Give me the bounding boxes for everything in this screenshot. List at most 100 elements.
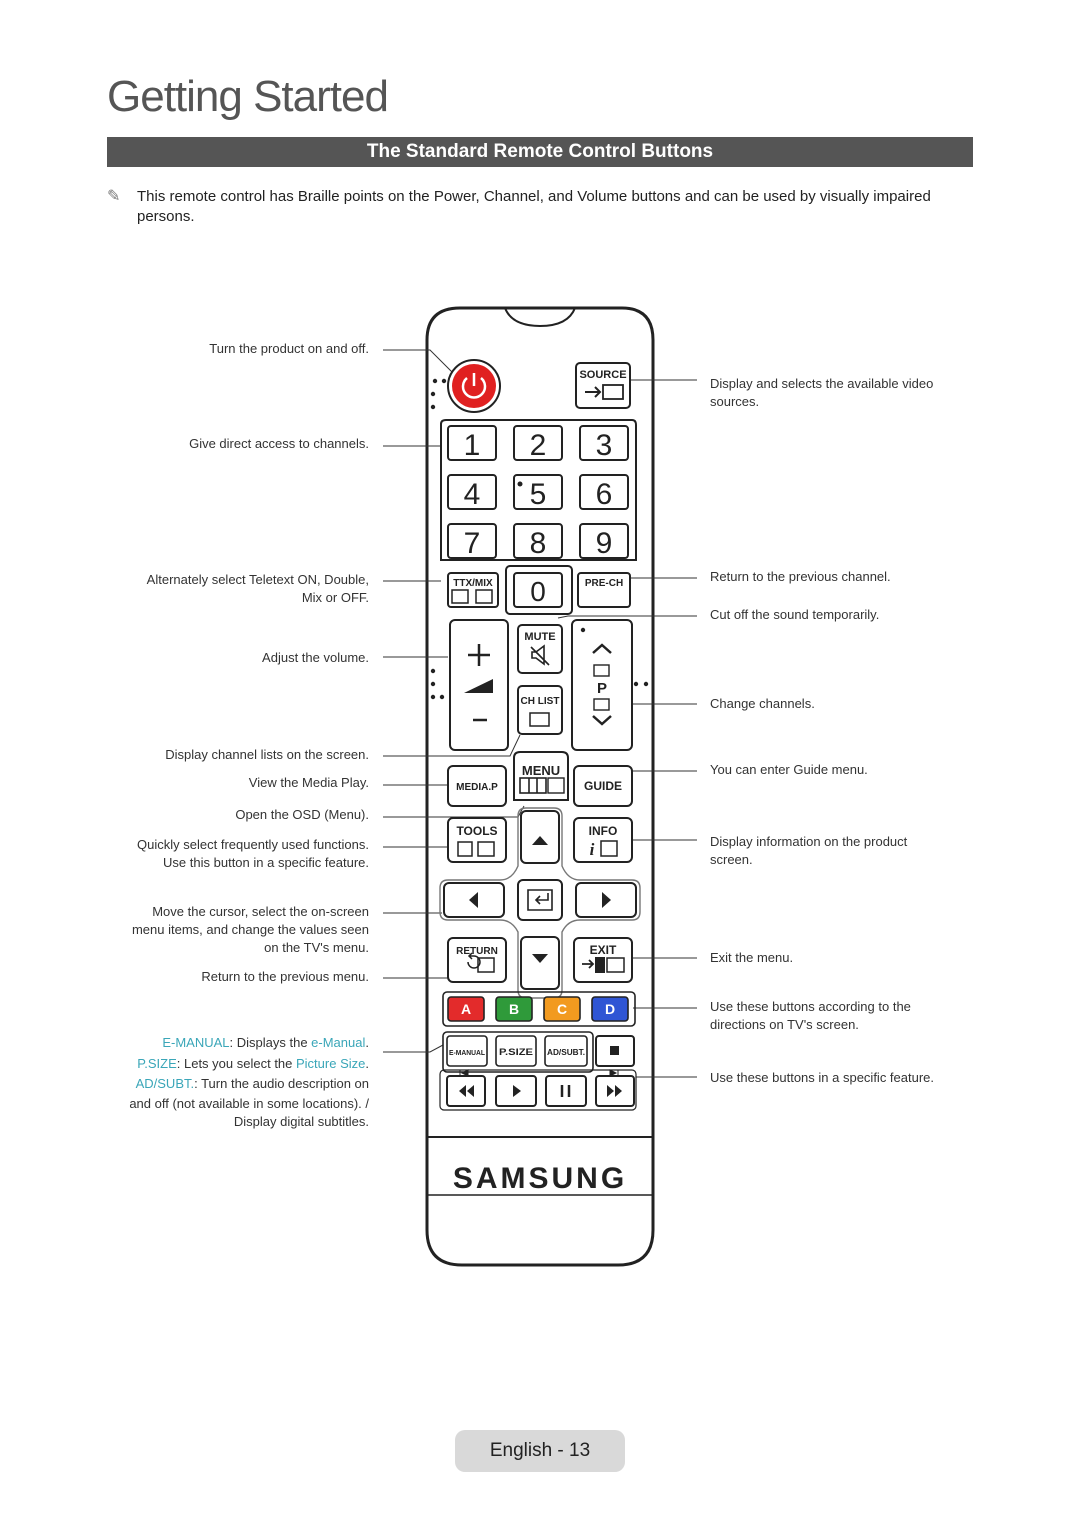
return-list-icon <box>477 957 495 973</box>
emanual-button <box>446 1035 488 1067</box>
tools-label: TOOLS <box>456 824 497 838</box>
label-source-line1: Display and selects the available video <box>710 376 934 391</box>
adsubt-button <box>544 1035 588 1067</box>
up-arrow-icon <box>532 836 548 845</box>
digit-1: 1 <box>464 429 481 462</box>
dpad-frame <box>439 807 641 999</box>
prech-button <box>577 572 631 608</box>
special-keys-frame <box>442 1031 594 1073</box>
return-button <box>447 937 507 983</box>
fast-forward-icon <box>607 1085 622 1097</box>
pause-button <box>545 1075 587 1107</box>
return-label: RETURN <box>456 946 498 957</box>
color-c-label: C <box>557 1001 567 1017</box>
label-mediap: View the Media Play. <box>248 775 369 790</box>
label-special-keys: E-MANUAL: Displays the e-Manual. P.SIZE:… <box>129 1033 369 1131</box>
emanual-link[interactable]: e-Manual <box>311 1035 366 1050</box>
remote-top-notch <box>504 307 576 328</box>
emanual-text: : Displays the <box>229 1035 312 1050</box>
label-adsubt-line3: Display digital subtitles. <box>233 1113 369 1129</box>
leader-lines-left <box>383 349 525 1053</box>
media-p-label: MEDIA.P <box>456 782 498 793</box>
exit-icon <box>582 959 595 969</box>
note-text: This remote control has Braille points o… <box>137 188 931 225</box>
info-list-icon <box>600 840 618 857</box>
menu-label: MENU <box>522 763 560 778</box>
menu-grid-lines <box>528 778 538 793</box>
label-psize: P.SIZE: Lets you select the Picture Size… <box>129 1054 369 1075</box>
adsubt-text: : Turn the audio description on <box>194 1076 369 1091</box>
menu-button-frame <box>513 751 569 801</box>
rewind-icon <box>459 1085 474 1097</box>
left-button <box>443 882 505 918</box>
label-menu: Open the OSD (Menu). <box>235 807 369 822</box>
channel-down-list-icon <box>593 698 610 711</box>
exit-door-icon <box>595 957 605 973</box>
label-cursor-line1: Move the cursor, select the on-screen <box>152 904 369 919</box>
label-cursor-line2: menu items, and change the values seen <box>131 922 369 937</box>
braille-dots <box>430 378 649 700</box>
label-source-line2: sources. <box>710 394 760 409</box>
tools-button <box>447 817 507 863</box>
color-button-b <box>495 996 533 1022</box>
exit-label: EXIT <box>590 943 617 957</box>
ch-list-label: CH LIST <box>521 696 560 707</box>
psize-button <box>495 1035 537 1067</box>
psize-link[interactable]: Picture Size <box>296 1055 366 1071</box>
source-button-label: SOURCE <box>579 369 626 381</box>
zero-button-frame <box>505 565 573 615</box>
label-cursor: Move the cursor, select the on-screen me… <box>132 903 369 957</box>
number-pad-frame <box>440 419 637 561</box>
color-button-a <box>447 996 485 1022</box>
psize-text: : Lets you select the <box>176 1055 296 1071</box>
color-buttons-frame <box>442 991 636 1027</box>
source-icon-arrow <box>585 386 602 398</box>
label-guide: You can enter Guide menu. <box>710 762 868 777</box>
color-d-label: D <box>605 1001 615 1017</box>
guide-label: GUIDE <box>584 779 622 793</box>
menu-grid-icon <box>519 777 547 794</box>
exit-list-icon <box>606 957 625 973</box>
label-info-line2: screen. <box>710 852 753 867</box>
label-info: Display information on the product scree… <box>710 833 907 869</box>
label-chlist: Display channel lists on the screen. <box>165 747 369 762</box>
left-arrow-icon <box>469 892 478 908</box>
leader-lines-right <box>557 379 697 1078</box>
volume-plus-icon <box>468 644 490 666</box>
media-p-button <box>447 765 507 807</box>
digit-5: 5 <box>530 478 547 511</box>
zero-button <box>513 572 563 608</box>
digit-6: 6 <box>596 478 613 511</box>
adsubt-button-label: AD/SUBT. <box>547 1048 585 1057</box>
label-cursor-line3: on the TV's menu. <box>264 940 369 955</box>
digit-7: 7 <box>464 527 481 560</box>
label-prech: Return to the previous channel. <box>710 569 891 584</box>
color-button-d <box>591 996 629 1022</box>
mute-speaker-icon <box>530 644 550 666</box>
brand-logo: SAMSUNG <box>453 1162 627 1195</box>
emanual-key: E-MANUAL <box>162 1035 230 1050</box>
power-icon <box>461 373 487 399</box>
channel-p-label: P <box>597 680 607 697</box>
label-tools-line2: Use this button in a specific feature. <box>163 855 369 870</box>
enter-icon <box>527 889 553 911</box>
prev-track-icon <box>459 1069 469 1077</box>
label-return: Return to the previous menu. <box>201 969 369 984</box>
tools-icon <box>457 841 473 857</box>
adsubt-key: AD/SUBT. <box>135 1076 195 1091</box>
fast-forward-button <box>595 1075 635 1107</box>
stop-icon <box>610 1046 619 1055</box>
label-numbers: Give direct access to channels. <box>189 436 369 451</box>
mute-label: MUTE <box>524 631 555 643</box>
label-tools-line1: Quickly select frequently used functions… <box>137 837 369 852</box>
play-icon <box>513 1085 521 1097</box>
label-ttx-line2: Mix or OFF. <box>301 590 369 605</box>
emanual-button-label: E-MANUAL <box>449 1050 486 1057</box>
label-ttx-line1: Alternately select Teletext ON, Double, <box>146 572 369 587</box>
psize-end: . <box>365 1055 369 1071</box>
psize-key: P.SIZE <box>137 1055 177 1071</box>
return-icon <box>467 952 481 969</box>
label-info-line1: Display information on the product <box>710 834 908 849</box>
ttx-icon <box>451 589 469 604</box>
section-banner: The Standard Remote Control Buttons <box>107 137 973 167</box>
